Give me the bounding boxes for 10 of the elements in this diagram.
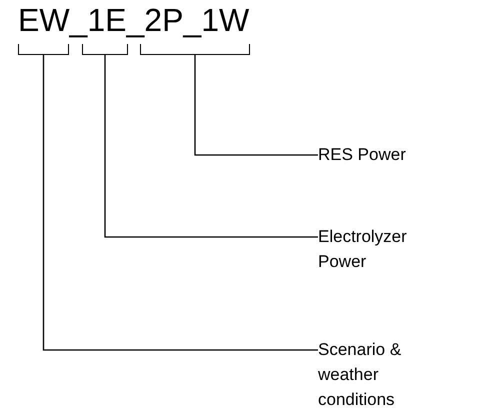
leader-line [104,55,318,238]
bracket [82,44,128,55]
bracket [140,44,250,55]
bracket [18,44,69,55]
code-label: EW_1E_2P_1W [18,2,250,38]
leader-line [42,55,318,351]
part-label: Electrolyzer Power [318,226,408,273]
part-label: Scenario & weather conditions [318,339,402,411]
leader-line [194,55,318,156]
part-label: RES Power [318,144,407,166]
